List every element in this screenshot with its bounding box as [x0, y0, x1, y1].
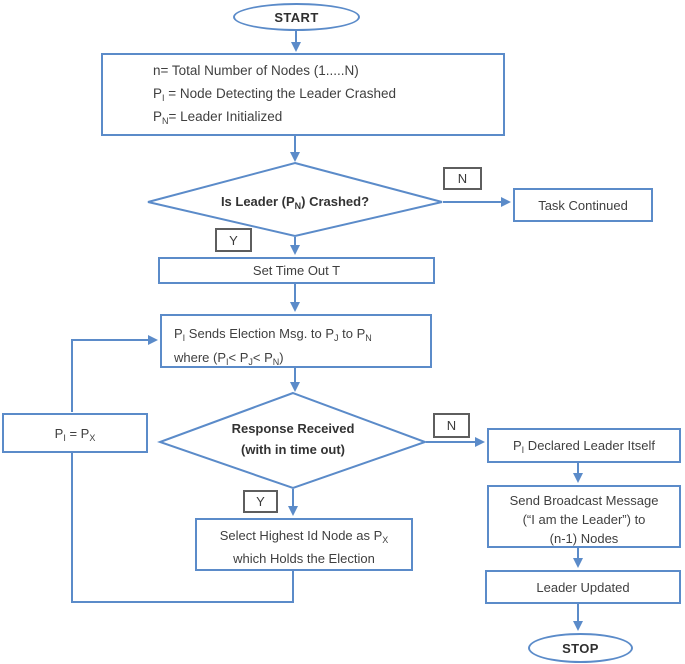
- election-msg-box: PI Sends Election Msg. to PJ to PN where…: [160, 314, 432, 368]
- broadcast-line-3: (n-1) Nodes: [549, 531, 619, 546]
- select-highest-line-2: which Holds the Election: [233, 551, 375, 566]
- branch-label-no-response-check: N: [433, 413, 470, 438]
- response-received-decision-shape: [157, 391, 428, 490]
- init-line-3: PN= Leader Initialized: [153, 109, 283, 126]
- response-decision-line-1: Response Received: [231, 421, 355, 436]
- stop-terminator: STOP: [528, 633, 633, 663]
- branch-label-no-leader-check: N: [443, 167, 482, 190]
- leader-updated-box: Leader Updated: [485, 570, 681, 604]
- init-line-1: n= Total Number of Nodes (1.....N): [153, 63, 359, 78]
- declared-leader-label: PI Declared Leader Itself: [513, 438, 655, 455]
- declared-leader-box: PI Declared Leader Itself: [487, 428, 681, 463]
- init-box: n= Total Number of Nodes (1.....N) PI = …: [101, 53, 505, 136]
- response-decision-line-2: (with in time out): [241, 442, 345, 457]
- select-highest-box: Select Highest Id Node as PX which Holds…: [195, 518, 413, 571]
- response-received-decision-label: Response Received (with in time out): [193, 418, 393, 460]
- broadcast-line-2: (“I am the Leader”) to: [522, 512, 646, 527]
- broadcast-box: Send Broadcast Message (“I am the Leader…: [487, 485, 681, 548]
- line-select-to-assign-loop: [71, 453, 294, 603]
- start-label: START: [274, 9, 319, 25]
- set-timeout-label: Set Time Out T: [252, 263, 341, 278]
- task-continued-box: Task Continued: [513, 188, 653, 222]
- broadcast-line-1: Send Broadcast Message: [509, 493, 659, 508]
- task-continued-label: Task Continued: [538, 197, 628, 213]
- election-msg-line-2: where (PI< PJ< PN): [174, 350, 284, 367]
- set-timeout-box: Set Time Out T: [158, 257, 435, 284]
- leader-updated-label: Leader Updated: [536, 579, 630, 595]
- start-terminator: START: [233, 3, 360, 31]
- assign-px-label: PI = PX: [54, 425, 96, 443]
- stop-label: STOP: [562, 640, 599, 656]
- leader-crashed-decision-label: Is Leader (PN) Crashed?: [220, 194, 370, 211]
- branch-label-yes-leader-check: Y: [215, 228, 252, 252]
- assign-px-box: PI = PX: [2, 413, 148, 453]
- arrow-assign-to-election-loop: [71, 335, 158, 412]
- election-msg-line-1: PI Sends Election Msg. to PJ to PN: [174, 326, 372, 343]
- branch-label-yes-response-check: Y: [243, 490, 278, 513]
- init-line-2: PI = Node Detecting the Leader Crashed: [153, 86, 397, 103]
- select-highest-line-1: Select Highest Id Node as PX: [219, 528, 389, 545]
- leader-crashed-decision-shape: [147, 161, 443, 238]
